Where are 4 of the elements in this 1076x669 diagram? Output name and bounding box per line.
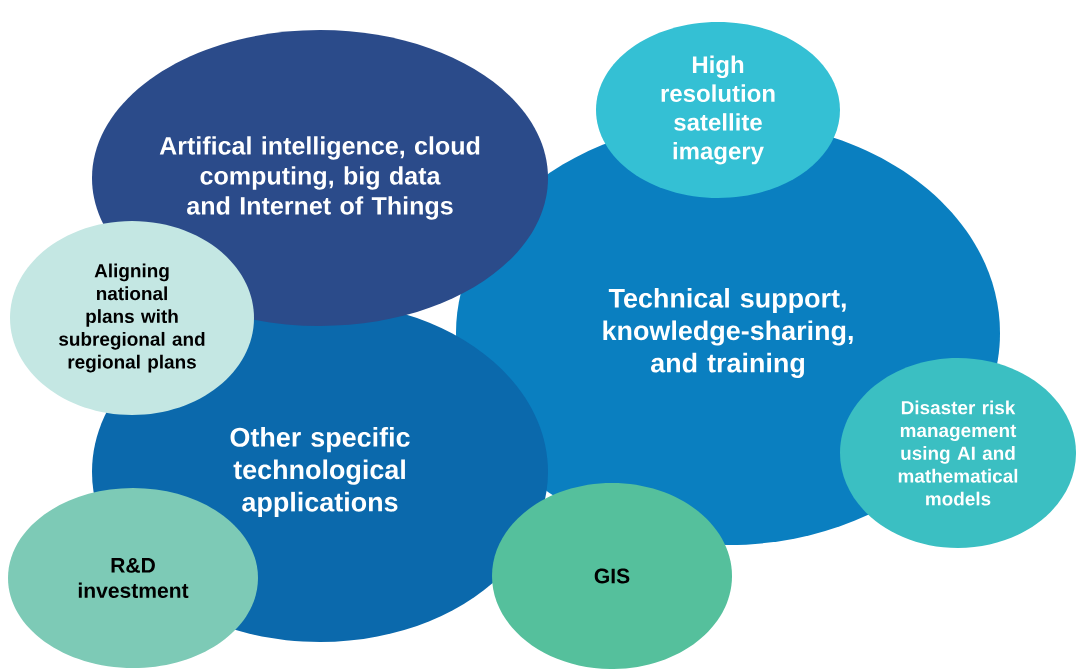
bubble: High resolution satellite imagery [596,22,840,198]
bubble: GIS [492,483,732,669]
bubble: Aligning national plans with subregional and regional plans [10,221,254,415]
bubble: Disaster risk management using AI and mathematical models [840,358,1076,548]
